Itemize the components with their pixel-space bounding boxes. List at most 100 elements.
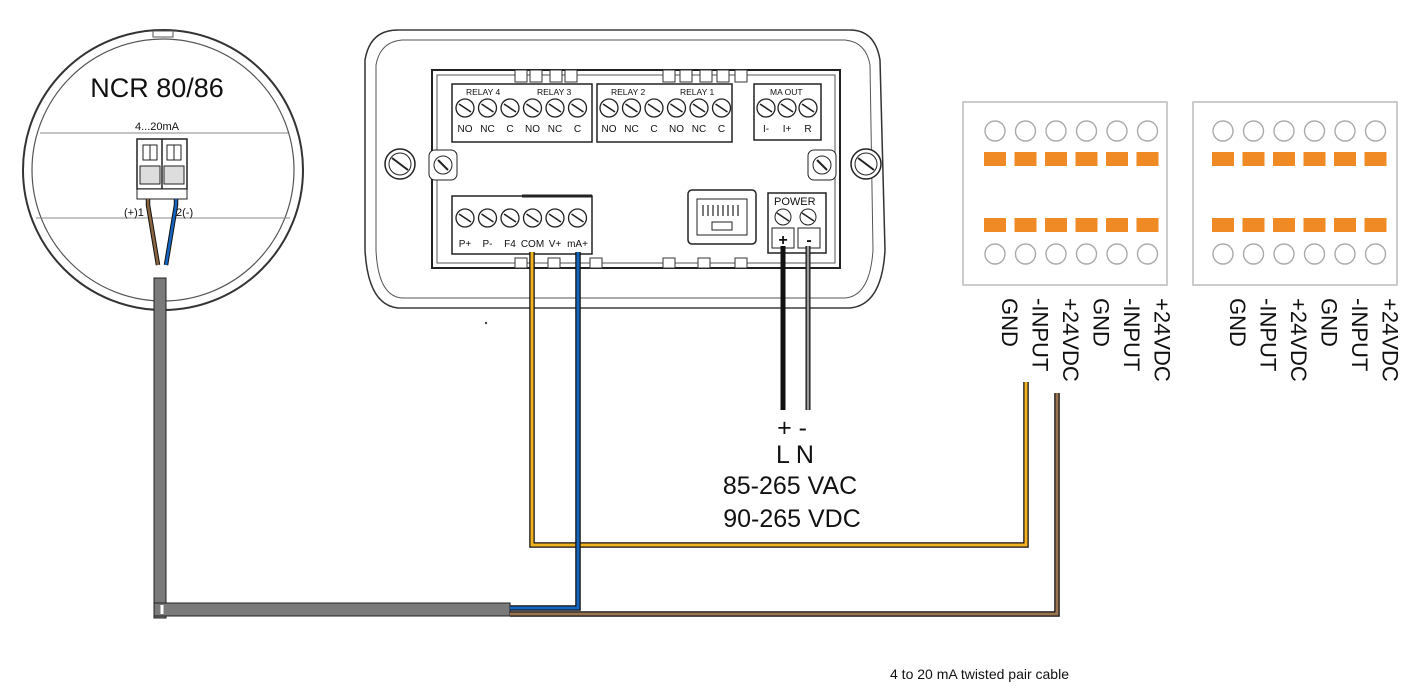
io-module-2-terminal-label: GND xyxy=(1225,298,1250,347)
io-contact xyxy=(1303,120,1326,265)
blue-ma-wire xyxy=(510,252,581,611)
io-contact xyxy=(1242,120,1265,265)
io-module-2-terminal-label: +24VDC xyxy=(1286,298,1311,382)
relay-4-3-screw xyxy=(477,98,498,118)
input-screw xyxy=(522,208,543,228)
relay-4-3-screw xyxy=(545,98,565,118)
input-terminal-screws: P+ P- F4 COM V+ mA+ xyxy=(455,208,588,250)
io-contact xyxy=(1075,120,1098,265)
sensor-model-label: NCR 80/86 xyxy=(90,73,224,103)
relay-2-1-screw xyxy=(711,98,732,118)
io-module-2-terminal-label: -INPUT xyxy=(1256,298,1281,371)
input-terminal-block: P+ P- F4 COM V+ mA+ xyxy=(451,194,593,255)
io-contact xyxy=(1212,120,1234,265)
relay-2-1-screw xyxy=(666,98,687,118)
relay-4-3-screw xyxy=(522,98,543,118)
io-module-1-contacts xyxy=(984,120,1159,265)
io-contact xyxy=(1273,120,1295,265)
relay-2-1-terminal-label: NO xyxy=(602,124,617,135)
ma-out-screw xyxy=(756,98,776,118)
io-contact xyxy=(1334,120,1356,265)
io-module-2-terminal-label: +24VDC xyxy=(1378,298,1403,382)
ma-out-label: MA OUT xyxy=(770,87,803,97)
input-screw xyxy=(455,208,475,228)
ma-out-terminal-label: I- xyxy=(763,124,769,135)
relay-2-1-terminal-label: NO xyxy=(669,124,684,135)
relay-block-4-3-screws: NO NC C NO NC C xyxy=(455,98,588,135)
input-screw xyxy=(567,208,588,228)
relay-4-3-screw xyxy=(455,98,475,118)
sensor-signal-label: 4...20mA xyxy=(135,121,180,133)
relay-2-1-terminal-label: C xyxy=(718,124,725,135)
relay-2-1-screw xyxy=(644,98,664,118)
relay-2-1-screw xyxy=(689,98,709,118)
input-terminal-label: P- xyxy=(483,239,493,250)
io-contact xyxy=(1014,120,1037,265)
input-terminal-label: V+ xyxy=(549,239,562,250)
io-module-2 xyxy=(1192,101,1398,286)
relay-2-1-terminal-label: NC xyxy=(692,124,706,135)
ma-out-block: MA OUT I- I+ R xyxy=(753,83,822,141)
mounting-screw-right xyxy=(807,148,882,181)
io-contact xyxy=(984,120,1006,265)
relay-4-3-terminal-label: NO xyxy=(525,124,540,135)
supply-dc-label: 90-265 VDC xyxy=(723,505,861,533)
relay-4-3-screw xyxy=(567,98,588,118)
input-screw xyxy=(477,208,498,228)
io-module-1-terminal-label: -INPUT xyxy=(1119,298,1144,371)
relay-4-3-terminal-label: NO xyxy=(458,124,473,135)
supply-polarity-label: + - xyxy=(777,414,807,442)
io-contact xyxy=(1364,120,1387,265)
relay-2-1-terminal-label: NC xyxy=(624,124,638,135)
relay-4-3-terminal-label: C xyxy=(506,124,513,135)
mounting-screw-left xyxy=(384,148,458,181)
io-module-1 xyxy=(962,101,1168,286)
input-screw xyxy=(545,208,565,228)
power-terminal-block: POWER + - xyxy=(767,192,827,254)
io-module-1-terminal-label: GND xyxy=(997,298,1022,347)
relay-4-3-terminal-label: NC xyxy=(480,124,494,135)
io-module-1-terminal-label: -INPUT xyxy=(1028,298,1053,371)
relay-4-3-terminal-label: NC xyxy=(548,124,562,135)
io-module-1-terminal-label: +24VDC xyxy=(1150,298,1175,382)
io-module-2-terminal-label: GND xyxy=(1317,298,1342,347)
rj-connector xyxy=(687,189,757,245)
brown-supply-wire xyxy=(510,393,1060,617)
relay-2-label: RELAY 2 xyxy=(611,87,645,97)
yellow-input-wire xyxy=(529,252,1029,548)
sensor-head: NCR 80/86 4...20mA (+)1 2(-) xyxy=(22,29,304,311)
relay-4-3-screw xyxy=(500,98,520,118)
io-module-1-terminal-label: GND xyxy=(1089,298,1114,347)
power-label: POWER xyxy=(774,196,816,208)
power-plus-label: + xyxy=(778,232,787,249)
ma-out-terminal-label: R xyxy=(804,124,811,135)
input-terminal-label: F4 xyxy=(504,239,516,250)
sensor-terminal-block xyxy=(136,138,188,200)
io-module-2-terminal-label: -INPUT xyxy=(1347,298,1372,371)
relay-block-2-1-screws: NO NC C NO NC C xyxy=(599,98,732,135)
io-contact xyxy=(1106,120,1128,265)
supply-line-label: L N xyxy=(776,441,814,469)
ma-out-screws: I- I+ R xyxy=(756,98,818,135)
io-module-2-contacts xyxy=(1212,120,1387,265)
ma-out-screw xyxy=(777,98,797,118)
panel-meter-rear: RELAY 4 RELAY 3 NO NC C NO NC C RELAY 2 RELAY… xyxy=(364,29,886,309)
ma-out-terminal-label: I+ xyxy=(783,124,792,135)
supply-ac-label: 85-265 VAC xyxy=(723,472,857,500)
input-terminal-label: mA+ xyxy=(567,239,588,250)
relay-2-1-terminal-label: C xyxy=(650,124,657,135)
io-contact xyxy=(1045,120,1067,265)
input-terminal-label: COM xyxy=(521,239,544,250)
power-minus-label: - xyxy=(806,232,811,249)
input-terminal-label: P+ xyxy=(459,239,472,250)
relay-block-4-3: RELAY 4 RELAY 3 NO NC C NO NC C xyxy=(451,83,593,143)
input-screw xyxy=(500,208,520,228)
io-module-1-terminal-label: +24VDC xyxy=(1058,298,1083,382)
sensor-terminal-plus-label: (+)1 xyxy=(124,207,144,219)
relay-3-label: RELAY 3 xyxy=(537,87,571,97)
relay-4-label: RELAY 4 xyxy=(466,87,500,97)
relay-2-1-screw xyxy=(599,98,619,118)
relay-4-3-terminal-label: C xyxy=(574,124,581,135)
